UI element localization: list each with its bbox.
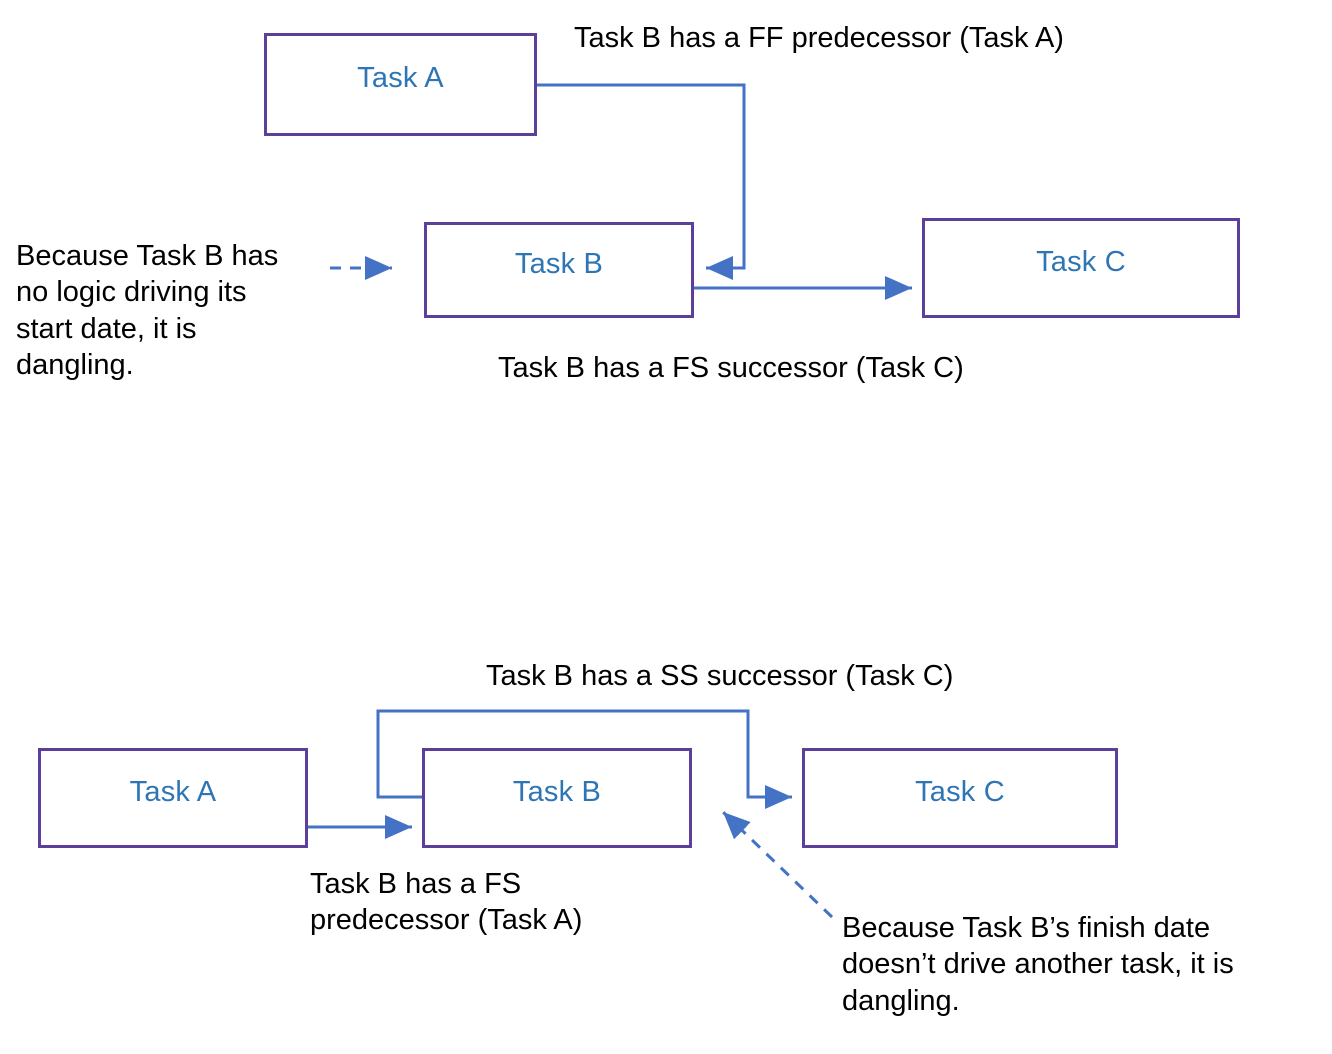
- bottom-task-b-box[interactable]: Task B: [422, 748, 692, 848]
- bottom-note-ss-successor: Task B has a SS successor (Task C): [486, 660, 954, 692]
- bottom-task-c-label: Task C: [915, 775, 1005, 808]
- bottom-note-fs-predecessor: Task B has a FS predecessor (Task A): [310, 868, 583, 937]
- top-task-a-label: Task A: [357, 62, 444, 94]
- top-task-c-label: Task C: [1036, 245, 1126, 278]
- top-note-fs-successor: Task B has a FS successor (Task C): [498, 352, 964, 384]
- bottom-task-a-label: Task A: [129, 775, 217, 808]
- bottom-task-c-box[interactable]: Task C: [802, 748, 1118, 848]
- top-note-ff-predecessor: Task B has a FF predecessor (Task A): [574, 22, 1064, 54]
- bottom-task-a-box[interactable]: Task A: [38, 748, 308, 848]
- top-task-b-label: Task B: [514, 247, 604, 280]
- top-task-b-box[interactable]: Task B: [424, 222, 694, 318]
- bottom-task-b-label: Task B: [512, 775, 602, 808]
- bottom-note-dangling: Because Task B’s finish date doesn’t dri…: [842, 912, 1234, 1017]
- top-note-dangling: Because Task B has no logic driving its …: [16, 240, 279, 381]
- top-task-a-box[interactable]: Task A: [264, 33, 537, 136]
- top-task-c-box[interactable]: Task C: [922, 218, 1240, 318]
